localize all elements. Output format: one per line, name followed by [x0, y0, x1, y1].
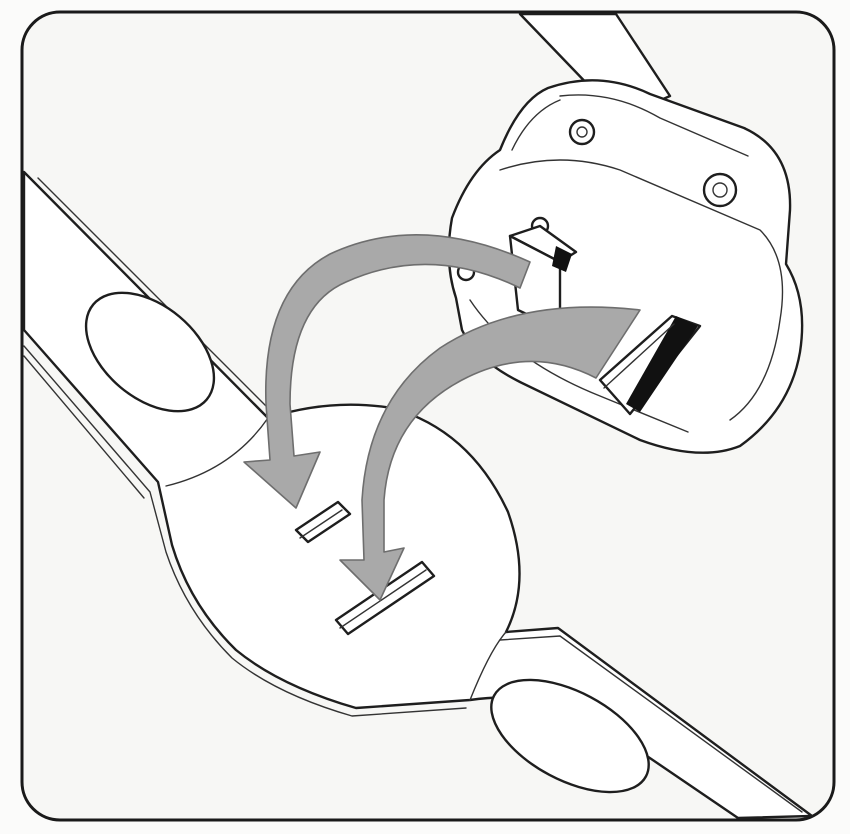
screw-icon — [570, 120, 594, 144]
screw-icon — [704, 174, 736, 206]
